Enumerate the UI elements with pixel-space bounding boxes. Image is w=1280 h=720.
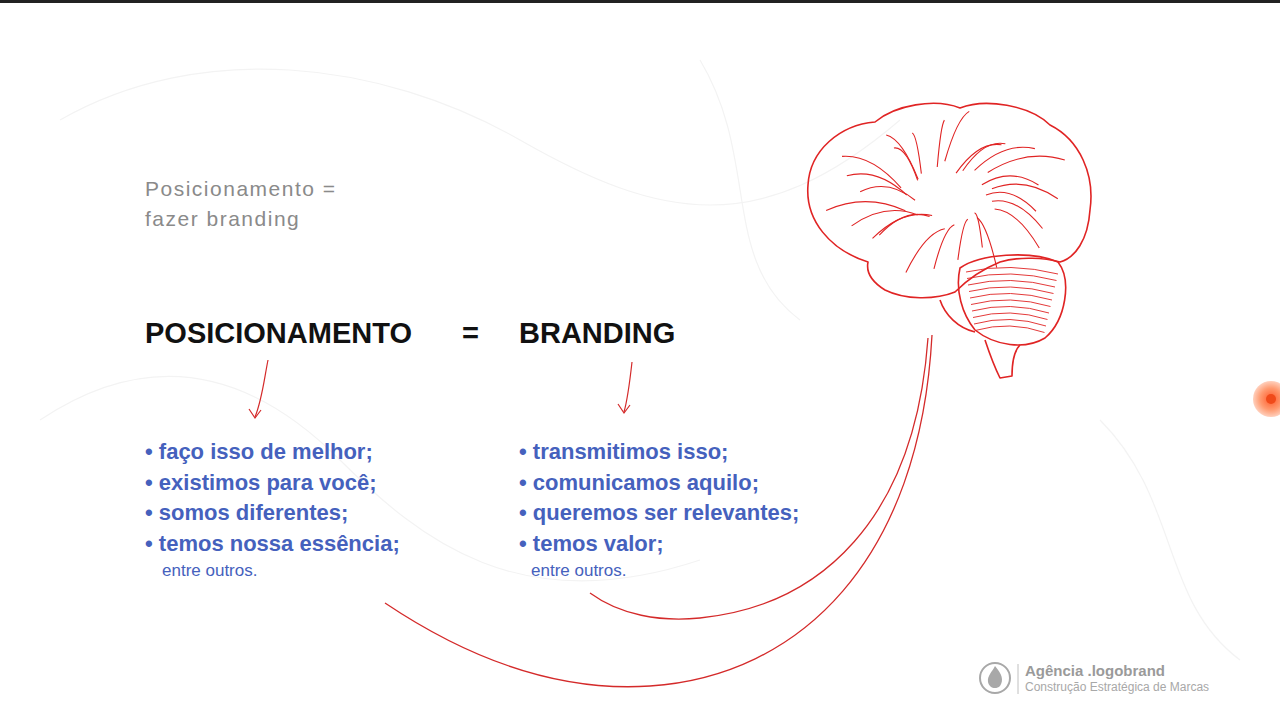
leader-line [385,335,932,687]
orange-dot [1253,381,1280,417]
down-arrow [249,360,632,418]
list-note: entre outros. [162,561,257,581]
brain-drawing [808,103,1091,378]
logo-icon [980,663,1018,694]
equals-sign: = [462,317,479,350]
logo-name: Agência .logobrand [1025,662,1165,679]
list-item: • temos nossa essência; [145,531,400,556]
list-item: • comunicamos aquilo; [519,470,759,495]
top-border [0,0,1280,3]
heading: POSICIONAMENTO [145,317,412,350]
slide-title: Posicionamento = fazer branding [145,174,345,235]
heading: BRANDING [519,317,675,350]
list-item: • queremos ser relevantes; [519,500,799,525]
list-item: • existimos para você; [145,470,376,495]
list-note: entre outros. [531,561,626,581]
list-item: • somos diferentes; [145,500,348,525]
list-item: • transmitimos isso; [519,439,728,464]
list-item: • faço isso de melhor; [145,439,373,464]
logo-tagline: Construção Estratégica de Marcas [1025,681,1209,695]
background-texture [40,60,1240,660]
list-item: • temos valor; [519,531,664,556]
